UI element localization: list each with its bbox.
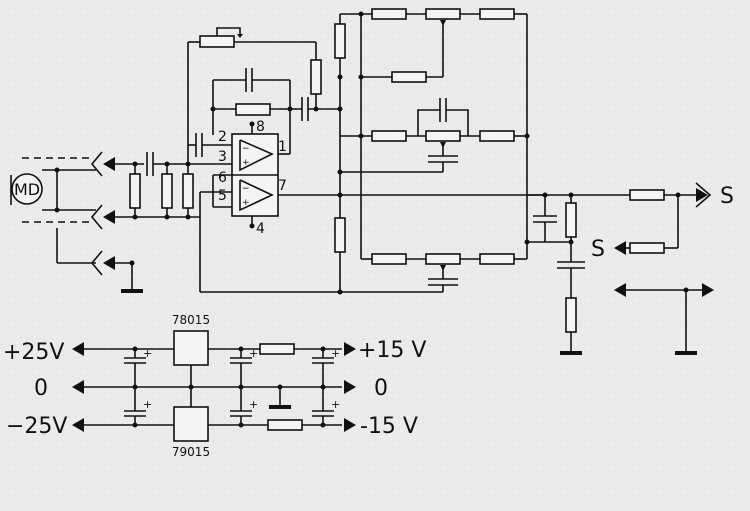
ps-output-pos: +15 V <box>358 338 426 363</box>
polarity-mark: + <box>249 347 258 360</box>
ps-cap-col-3: + + <box>312 346 340 428</box>
pin-4: 4 <box>256 221 265 237</box>
output-label-s2: S <box>591 237 605 262</box>
output-label-s1: S <box>720 184 734 209</box>
pin-7: 7 <box>278 178 287 194</box>
svg-text:−: − <box>242 144 250 154</box>
polarity-mark: + <box>249 398 258 411</box>
pin-1: 1 <box>278 139 287 155</box>
output-section: S S <box>527 182 734 355</box>
svg-text:+: + <box>242 198 250 208</box>
ps-output-zero: 0 <box>374 376 388 401</box>
opamp-block: − + − + 2 3 6 5 1 7 8 4 <box>199 109 540 292</box>
polarity-mark: + <box>143 398 152 411</box>
pin-3: 3 <box>218 149 227 165</box>
feedback-network <box>187 27 340 145</box>
microphone-input: MD <box>10 151 200 293</box>
pin-8: 8 <box>256 119 265 135</box>
ps-input-zero: 0 <box>34 376 48 401</box>
ps-cap-col-2: + + <box>230 346 258 428</box>
mic-label: MD <box>14 180 40 199</box>
pin-6: 6 <box>218 170 227 186</box>
pin-5: 5 <box>218 188 227 204</box>
ps-cap-col-1: + + <box>124 346 152 428</box>
ps-input-pos: +25V <box>3 340 64 365</box>
tone-network <box>200 8 530 295</box>
power-supply: +25V 0 −25V 78015 79015 <box>3 313 426 459</box>
regulator-78015-label: 78015 <box>172 313 210 327</box>
regulator-79015-label: 79015 <box>172 445 210 459</box>
ps-output-neg: -15 V <box>360 414 418 439</box>
pin-2: 2 <box>218 129 227 145</box>
svg-text:+: + <box>242 158 250 168</box>
polarity-mark: + <box>143 347 152 360</box>
polarity-mark: + <box>331 398 340 411</box>
svg-text:−: − <box>242 184 250 194</box>
polarity-mark: + <box>331 347 340 360</box>
input-network <box>129 133 232 220</box>
ps-input-neg: −25V <box>6 414 67 439</box>
